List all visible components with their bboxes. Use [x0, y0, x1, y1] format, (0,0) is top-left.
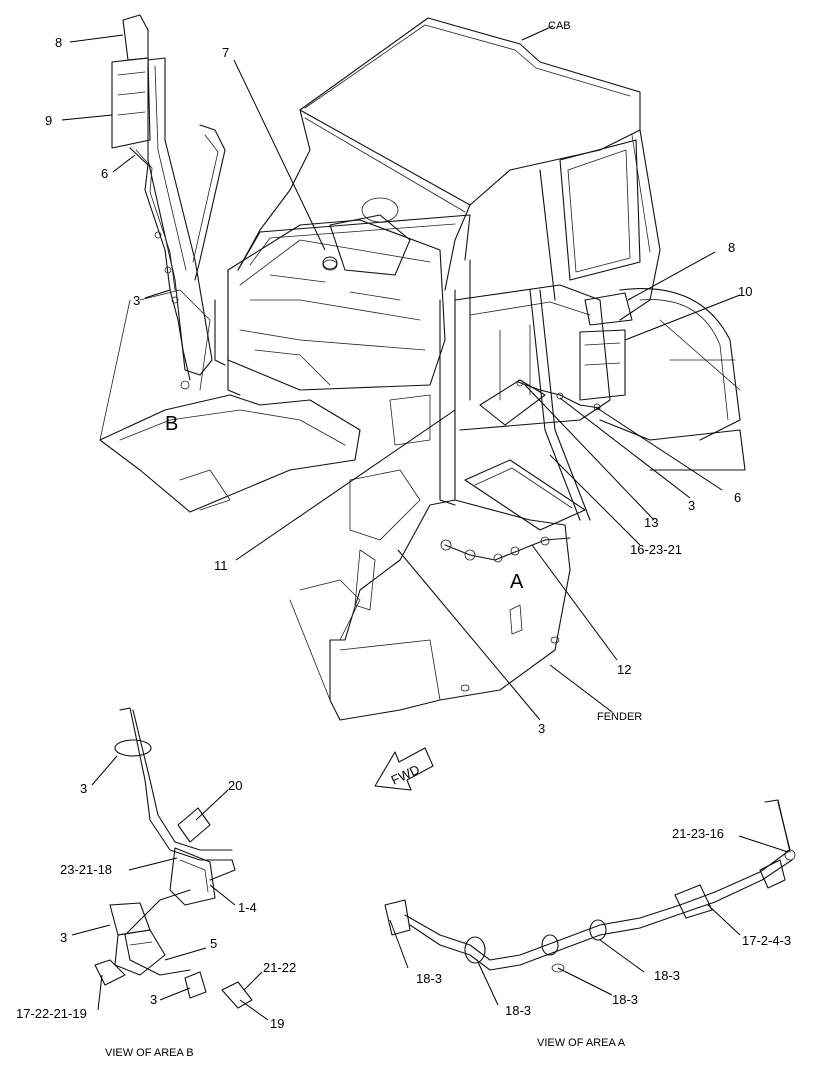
label-3-area-b-top: 3 [80, 781, 87, 796]
fwd-arrow: FWD [374, 747, 434, 791]
label-23-21-18: 23-21-18 [60, 862, 112, 877]
label-18-3-c: 18-3 [612, 992, 638, 1007]
label-cab: CAB [548, 20, 571, 32]
label-19: 19 [270, 1016, 284, 1031]
label-5: 5 [210, 936, 217, 951]
label-7: 7 [222, 45, 229, 60]
label-3-area-b-mid: 3 [60, 930, 67, 945]
label-17-2-4-3: 17-2-4-3 [742, 933, 791, 948]
callout-labels: 8 9 6 3 7 CAB 8 10 6 3 13 16-23-21 B 11 … [16, 20, 791, 1059]
fwd-label: FWD [389, 762, 422, 788]
label-3-left: 3 [133, 293, 140, 308]
area-b-detail [94, 707, 253, 1009]
label-6-right: 6 [734, 490, 741, 505]
label-6-left: 6 [101, 166, 108, 181]
label-18-3-b: 18-3 [505, 1003, 531, 1018]
label-3-fender: 3 [538, 721, 545, 736]
label-3-area-b-bottom: 3 [150, 992, 157, 1007]
label-8-mirror-right: 8 [728, 240, 735, 255]
caption-view-area-b: VIEW OF AREA B [105, 1047, 194, 1059]
label-1-4: 1-4 [238, 900, 257, 915]
label-17-22-21-19: 17-22-21-19 [16, 1006, 87, 1021]
label-16-23-21: 16-23-21 [630, 542, 682, 557]
label-18-3-d: 18-3 [654, 968, 680, 983]
cab-drawing [99, 14, 746, 721]
label-fender: FENDER [597, 711, 642, 723]
label-20: 20 [228, 778, 242, 793]
label-11: 11 [214, 558, 228, 573]
label-12: 12 [617, 662, 631, 677]
label-13: 13 [644, 515, 658, 530]
label-area-b: B [165, 413, 178, 435]
label-3-right: 3 [688, 498, 695, 513]
label-21-22: 21-22 [263, 960, 296, 975]
label-10: 10 [738, 284, 752, 299]
label-18-3-a: 18-3 [416, 971, 442, 986]
label-21-23-16: 21-23-16 [672, 826, 724, 841]
leader-lines [61, 25, 789, 1021]
label-8-mirror-left: 8 [55, 35, 62, 50]
label-area-a: A [510, 571, 524, 593]
area-a-detail [384, 799, 796, 973]
label-9: 9 [45, 113, 52, 128]
caption-view-area-a: VIEW OF AREA A [537, 1037, 626, 1049]
